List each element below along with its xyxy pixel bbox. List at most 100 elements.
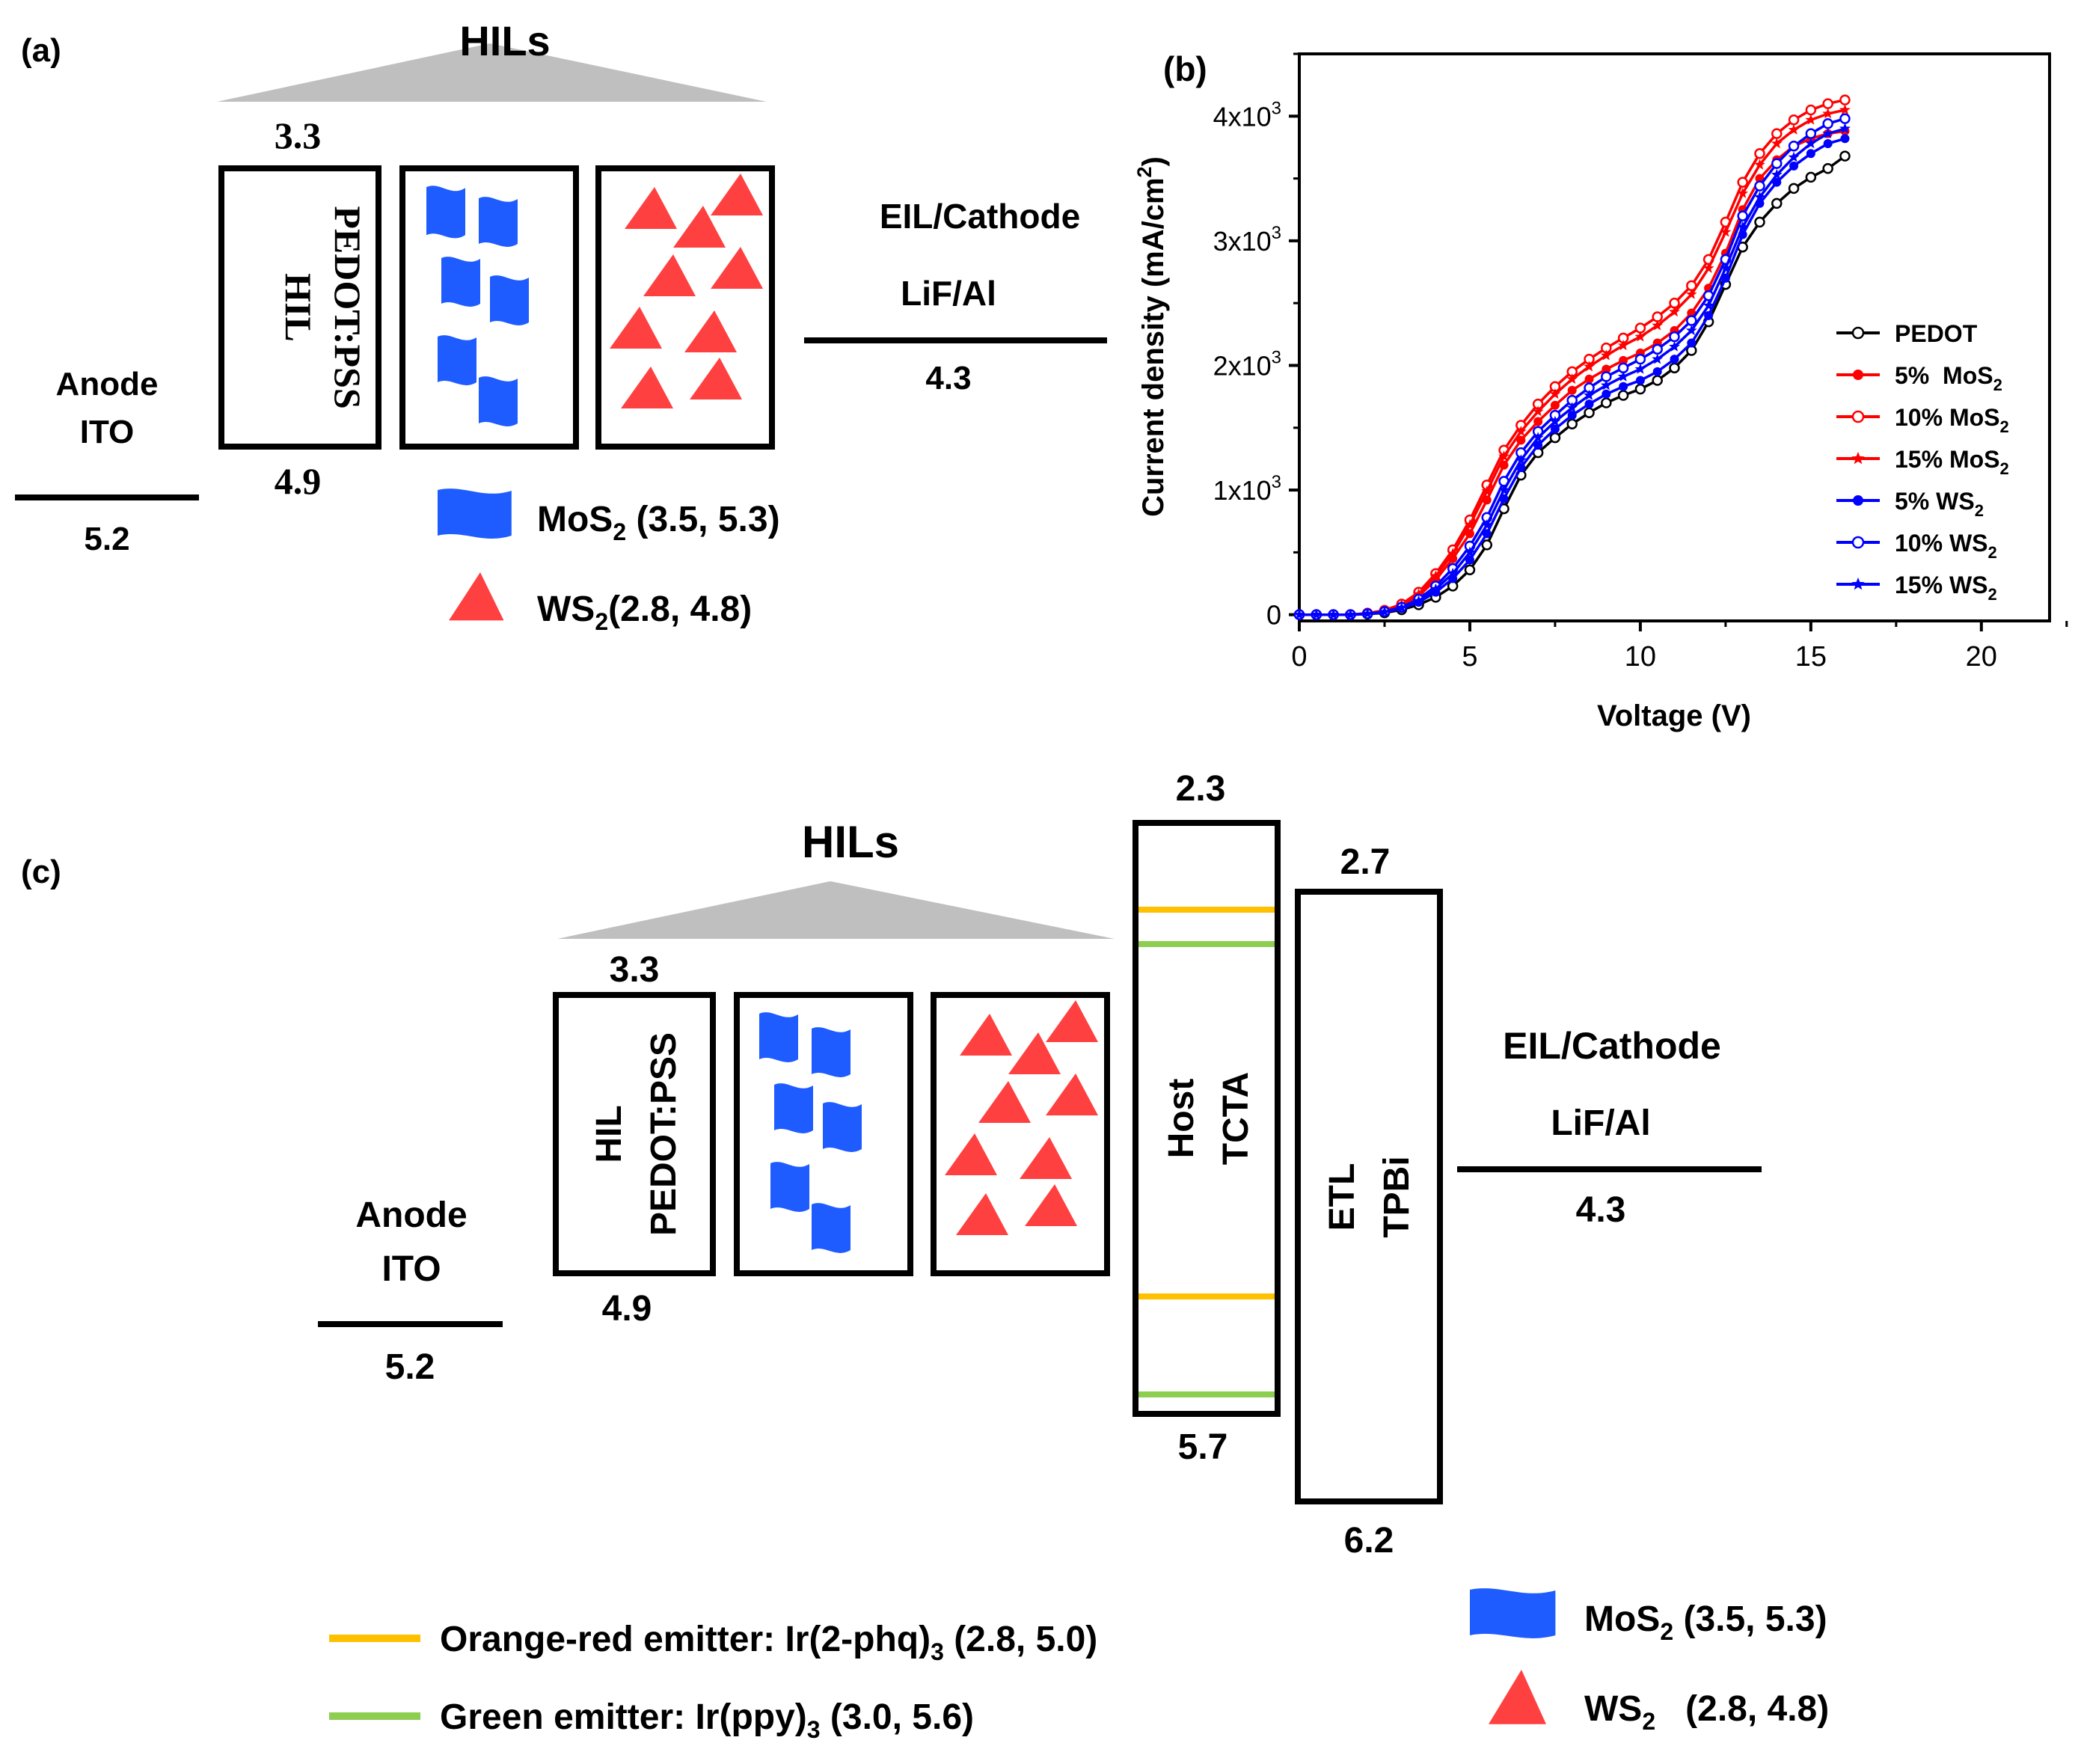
series-point [1652, 353, 1664, 364]
host-bottom-level: 5.7 [1178, 1427, 1228, 1467]
anode-level-c: 5.2 [385, 1347, 435, 1387]
series-point [1617, 370, 1629, 382]
series-point [1516, 435, 1526, 445]
series-point [1328, 608, 1339, 619]
mos2-hil-box-a [399, 165, 579, 450]
series-point [1670, 355, 1679, 364]
series-point [1619, 355, 1628, 365]
series-point [1737, 177, 1748, 188]
anode-level-a: 5.2 [84, 521, 129, 557]
series-point [1851, 451, 1865, 465]
series-point [1789, 161, 1799, 171]
series-point [1532, 432, 1544, 443]
series-point [1481, 539, 1492, 551]
series-point [1685, 325, 1697, 336]
hil-material-c: PEDOT:PSS [644, 1032, 684, 1236]
series-point [1737, 187, 1749, 198]
series-point [1669, 331, 1680, 343]
series-point [1550, 400, 1560, 410]
series-point [1737, 210, 1748, 221]
series-point [1805, 171, 1817, 183]
series-point [1617, 340, 1629, 351]
series-point [1788, 123, 1800, 135]
mos2-legend-icon-c [1470, 1588, 1556, 1638]
series-point [1669, 340, 1680, 352]
series-point [1788, 141, 1800, 152]
series-point [1805, 138, 1817, 149]
cathode-level-a: 4.3 [925, 360, 971, 396]
series-point [1532, 405, 1544, 417]
series-point [1584, 399, 1594, 409]
series-point [1567, 385, 1577, 395]
y-tick-label: 0 [1266, 600, 1281, 631]
series-point [1634, 331, 1646, 342]
x-tick-label: 0 [1291, 641, 1307, 673]
series-point [1617, 390, 1629, 401]
cathode-label-a: EIL/Cathode [880, 197, 1080, 236]
x-tick-label: 15 [1795, 641, 1827, 673]
series-point [1822, 108, 1834, 119]
series-point [1771, 138, 1783, 149]
series-point [1584, 389, 1595, 400]
series-point [1805, 114, 1817, 125]
series-point [1549, 432, 1561, 444]
hils-bracket-a [217, 43, 767, 102]
series-point [1293, 608, 1305, 619]
series-point [1600, 349, 1612, 361]
cathode-material-c: LiF/Al [1551, 1103, 1650, 1143]
y-tick-label: 3x103 [1213, 223, 1281, 257]
ws2-legend-icon-a [449, 572, 504, 621]
series-point [1533, 417, 1543, 426]
series-point [1771, 128, 1783, 139]
anode-label-c: Anode [355, 1195, 467, 1235]
panel-c-label: (c) [21, 854, 61, 890]
series-point [1549, 388, 1561, 399]
series-point [1413, 595, 1424, 606]
series-point [1853, 495, 1863, 506]
series-point [1566, 402, 1578, 413]
series-point [1737, 221, 1749, 232]
series-point [1851, 536, 1865, 549]
ws2-legend-icon-c [1489, 1670, 1546, 1724]
series-point [1771, 158, 1783, 169]
chart-x-axis-label: Voltage (V) [1597, 699, 1751, 732]
series-point [1481, 485, 1493, 497]
series-point [1754, 148, 1765, 159]
y-tick-label: 2x103 [1213, 347, 1281, 381]
series-point [1652, 319, 1664, 331]
legend-entry-label: 5% WS2 [1895, 488, 1984, 520]
hil-label-c: HIL [589, 1105, 629, 1163]
series-point [1635, 376, 1645, 385]
series-point [1853, 370, 1863, 380]
series-point [1685, 288, 1697, 299]
series-point [1669, 306, 1680, 317]
series-point [1839, 94, 1851, 105]
panel-c: (c) HILs Anode ITO 5.2 3.3 HIL PEDOT:PSS… [21, 769, 1829, 1743]
series-point [1851, 326, 1865, 340]
series-point [1345, 608, 1356, 619]
series-point [1704, 310, 1714, 320]
anode-material-a: ITO [80, 414, 135, 450]
series-point [1851, 577, 1865, 590]
series-point [1788, 183, 1800, 195]
etl-label: ETL [1322, 1163, 1362, 1231]
hil-top-level-c: 3.3 [610, 950, 660, 990]
series-point [1805, 128, 1817, 139]
series-point [1806, 149, 1815, 159]
y-tick-label: 1x103 [1213, 472, 1281, 506]
series-point [1465, 529, 1474, 539]
mos2-sheets-a [426, 186, 529, 426]
series-point [1634, 383, 1646, 395]
series-point [1805, 104, 1817, 116]
series-point [1481, 518, 1493, 530]
series-point [1755, 174, 1765, 183]
hil-top-level-a: 3.3 [275, 114, 322, 156]
x-tick-label: 10 [1625, 641, 1656, 673]
series-point [1822, 163, 1833, 174]
series-point [1584, 374, 1594, 384]
panel-a: (a) HILs Anode ITO 5.2 3.3 HIL PEDOT:PSS… [15, 17, 1107, 635]
hils-title-c: HILs [802, 817, 899, 867]
hil-bottom-level-c: 4.9 [602, 1289, 652, 1329]
host-material: TCTA [1216, 1072, 1256, 1165]
series-point [1566, 373, 1578, 385]
